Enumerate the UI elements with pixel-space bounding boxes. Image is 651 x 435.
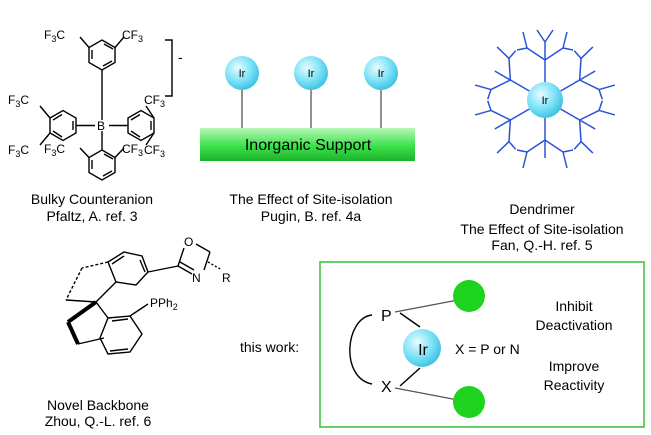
anion-charge: - bbox=[178, 49, 183, 65]
ir-sphere-left bbox=[225, 56, 259, 90]
note-improve: Improve bbox=[549, 358, 600, 374]
borate-caption-title: Bulky Counteranion bbox=[31, 191, 153, 207]
boron-atom: B bbox=[97, 119, 105, 133]
oxazoline-oxygen: O bbox=[184, 235, 193, 249]
spiro-caption-title: Novel Backbone bbox=[47, 397, 149, 413]
x-definition: X = P or N bbox=[455, 341, 520, 357]
p-atom: P bbox=[381, 308, 392, 325]
cf3-label-right-top: CF3 bbox=[144, 93, 165, 109]
dendrimer-structure bbox=[474, 29, 616, 169]
support-label: Inorganic Support bbox=[245, 137, 372, 154]
this-work-structure bbox=[349, 280, 485, 418]
note-deactivation: Deactivation bbox=[535, 317, 612, 333]
spiro-structure bbox=[65, 243, 223, 355]
this-work-label: this work: bbox=[240, 339, 299, 355]
borate-caption-ref: Pfaltz, A. ref. 3 bbox=[46, 208, 137, 224]
cf3-label-right-bottom: CF3 bbox=[144, 143, 165, 159]
borate-structure bbox=[39, 36, 173, 181]
cf3-label-lower-right: CF3 bbox=[122, 142, 143, 158]
cf3-label-left-bottom: F3C bbox=[8, 143, 29, 159]
ir-sphere-middle bbox=[294, 56, 328, 90]
cf3-label-upper-left: F3C bbox=[44, 28, 65, 44]
ir-label-middle: Ir bbox=[308, 68, 315, 80]
cf3-label-upper-right: CF3 bbox=[122, 28, 143, 44]
note-inhibit: Inhibit bbox=[555, 298, 592, 314]
support-caption-title: The Effect of Site-isolation bbox=[229, 191, 392, 207]
site-isolation-ball-top bbox=[453, 280, 485, 312]
support-caption-ref: Pugin, B. ref. 4a bbox=[261, 208, 362, 224]
cf3-label-left-top: F3C bbox=[8, 93, 29, 109]
r-group: R bbox=[222, 271, 231, 285]
cf3-label-lower-left: F3C bbox=[44, 142, 65, 158]
note-reactivity: Reactivity bbox=[544, 377, 605, 393]
site-isolation-ball-bottom bbox=[453, 386, 485, 418]
support-structure bbox=[200, 56, 415, 161]
inorganic-support-bar bbox=[200, 128, 415, 161]
ir-label-left: Ir bbox=[239, 68, 246, 80]
ir-sphere-right bbox=[364, 56, 398, 90]
dendrimer-caption-subtitle: The Effect of Site-isolation bbox=[460, 221, 623, 237]
x-atom: X bbox=[381, 379, 392, 396]
oxazoline-nitrogen: N bbox=[192, 271, 201, 285]
phosphine-group: PPh2 bbox=[150, 296, 178, 312]
ir-label-this-work: Ir bbox=[418, 342, 428, 359]
ir-label-right: Ir bbox=[378, 68, 385, 80]
dendrimer-caption-title: Dendrimer bbox=[509, 201, 575, 217]
dendrimer-caption-ref: Fan, Q.-H. ref. 5 bbox=[491, 237, 592, 253]
spiro-caption-ref: Zhou, Q.-L. ref. 6 bbox=[45, 413, 152, 429]
ir-sphere-dendrimer bbox=[527, 82, 563, 118]
ir-label-dendrimer: Ir bbox=[542, 95, 549, 107]
ir-sphere-this-work bbox=[403, 329, 441, 367]
